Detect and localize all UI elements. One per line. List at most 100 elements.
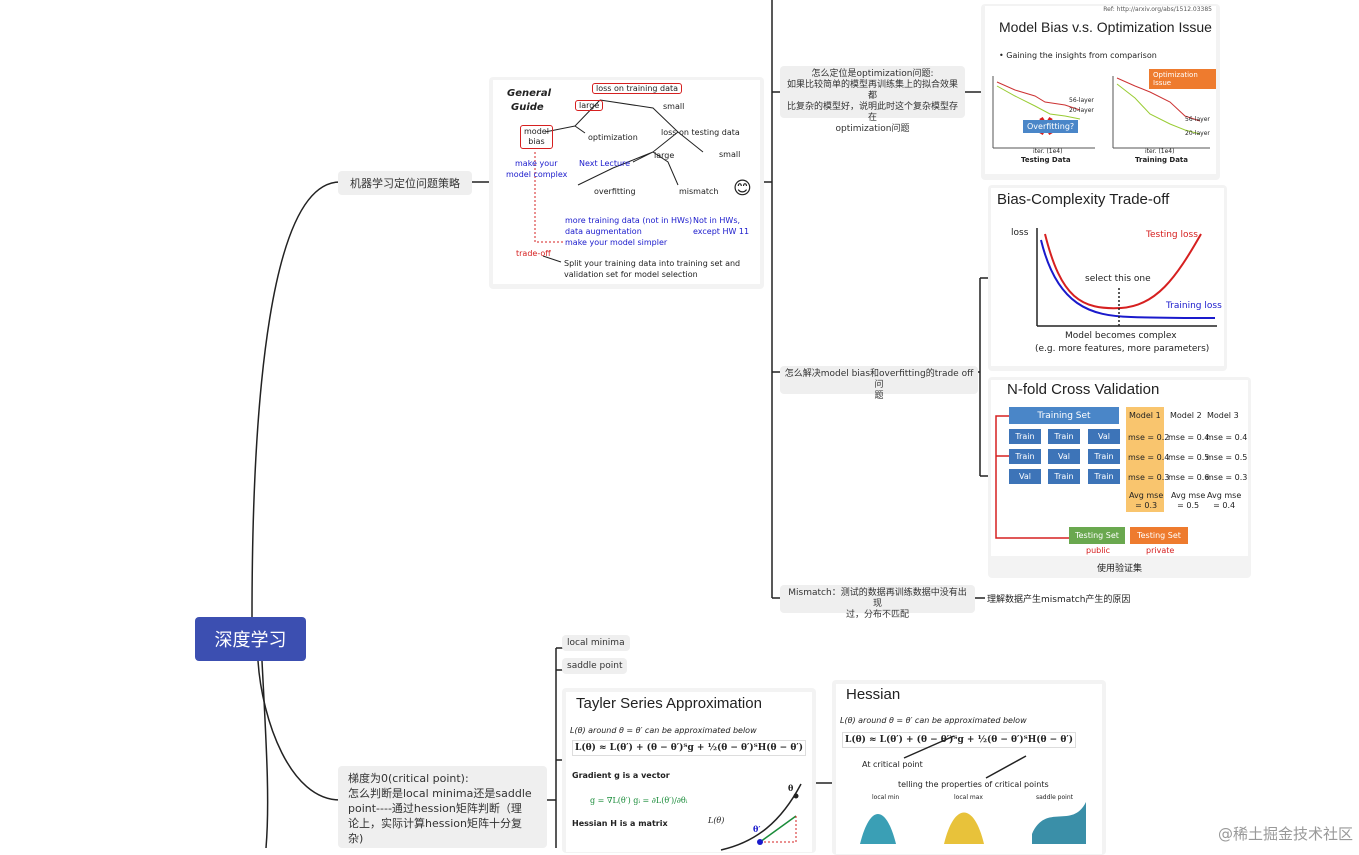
sub2-line-1: 怎么解决model bias和overfitting的trade off问	[784, 369, 974, 390]
model-bias-image: Ref: http://arxiv.org/abs/1512.03385 Mod…	[985, 6, 1216, 174]
nfold-caption: 使用验证集	[1096, 564, 1142, 574]
bias-complexity-title: Bias-Complexity Trade-off	[997, 191, 1170, 208]
taylor-line1: L(θ) around θ = θ′ can be approximated b…	[570, 726, 757, 735]
model3-header: Model 3	[1207, 411, 1239, 420]
training-data-label: Training Data	[1135, 156, 1188, 164]
test-56-layer: 56-layer	[1069, 97, 1094, 104]
mse-cell: mse = 0.3	[1128, 473, 1170, 482]
mismatch-reason-node[interactable]: 理解数据产生mismatch产生的原因	[987, 595, 1131, 605]
small2-label: small	[719, 150, 741, 159]
train-56-layer: 56-layer	[1185, 116, 1210, 123]
hessian-card[interactable]: Hessian L(θ) around θ = θ′ can be approx…	[832, 680, 1106, 855]
bias-complexity-card[interactable]: Bias-Complexity Trade-off loss Testing l…	[988, 185, 1227, 371]
testing-loss-label: Testing loss	[1146, 230, 1198, 240]
smile-icon: 😊	[733, 178, 752, 199]
taylor-formula: L(θ) ≈ L(θ′) + (θ − θ′)ᵀg + ½(θ − θ′)ᵀH(…	[572, 740, 806, 756]
tradeoff-node[interactable]: 怎么解决model bias和overfitting的trade off问 题	[780, 366, 978, 401]
theta-prime-label: θ′	[753, 824, 761, 834]
make-complex-1: make your	[515, 159, 558, 168]
xlabel-2: (e.g. more features, more parameters)	[1035, 344, 1210, 354]
loss-testing-label: loss on testing data	[661, 128, 740, 137]
mse-cell: mse = 0.4	[1206, 433, 1248, 442]
testing-data-label: Testing Data	[1021, 156, 1071, 164]
local-max-label: local max	[954, 794, 983, 801]
fold-cell: Val	[1048, 449, 1080, 464]
test-20-layer: 20-layer	[1069, 107, 1094, 114]
fold-cell: Train	[1088, 449, 1120, 464]
gradient-eq: g = ∇L(θ′) gᵢ = ∂L(θ′)/∂θᵢ	[590, 796, 688, 805]
taylor-card[interactable]: Tayler Series Approximation L(θ) around …	[562, 688, 816, 853]
fold-cell: Train	[1048, 469, 1080, 484]
saddle-point-node[interactable]: saddle point	[562, 658, 628, 674]
sub2-line-2: 题	[874, 391, 884, 401]
branch2-line-5: 杂)	[348, 832, 364, 845]
sub3-line-2: 过，分布不匹配	[845, 610, 909, 620]
local-minima-node[interactable]: local minima	[562, 635, 630, 651]
nfold-card[interactable]: N-fold Cross Validation Training Set Mod…	[988, 377, 1251, 578]
critical-point-label: At critical point	[862, 760, 923, 769]
branch2-line-2: 怎么判断是local minima还是saddle	[348, 787, 532, 800]
optimization-issue-node[interactable]: 怎么定位是optimization问题: 如果比较简单的模型再训练集上的拟合效果…	[780, 66, 965, 134]
L-theta-label: L(θ)	[708, 816, 725, 825]
not-hw-1: Not in HWs,	[693, 216, 741, 225]
not-hw-2: except HW 11	[693, 227, 750, 236]
sub1-line-3: 比复杂的模型好，说明此时这个复杂模型存在	[786, 102, 958, 123]
loss-axis-label: loss	[1011, 228, 1029, 238]
select-label: select this one	[1085, 274, 1151, 284]
root-node[interactable]: 深度学习	[195, 617, 306, 661]
large2-label: large	[654, 151, 675, 160]
iter-train: iter. (1e4)	[1145, 148, 1175, 155]
public-label: public	[1086, 546, 1111, 555]
gradient-label: Gradient g is a vector	[572, 771, 670, 780]
avg-mse-3: Avg mse= 0.4	[1207, 491, 1242, 510]
mse-cell: mse = 0.6	[1168, 473, 1210, 482]
branch2-line-4: 论上，实际计算hession矩阵十分复	[348, 817, 522, 830]
hessian-label-taylor: Hessian H is a matrix	[572, 819, 668, 828]
fold-cell: Val	[1009, 469, 1041, 484]
mse-cell: mse = 0.4	[1168, 433, 1210, 442]
more-data-2: data augmentation	[565, 227, 642, 236]
hessian-formula: L(θ) ≈ L(θ′) + (θ − θ′)ᵀg + ½(θ − θ′)ᵀH(…	[842, 732, 1076, 748]
tradeoff-label: trade-off	[516, 249, 551, 258]
xlabel-1: Model becomes complex	[1065, 331, 1177, 341]
overfitting-badge: Overfitting?	[1023, 120, 1079, 133]
model-bias-card[interactable]: Ref: http://arxiv.org/abs/1512.03385 Mod…	[981, 4, 1220, 180]
optimization-label: optimization	[588, 133, 638, 142]
root-branch2-line	[257, 660, 341, 801]
avg-mse-2: Avg mse= 0.5	[1171, 491, 1206, 510]
guide-title-2: Guide	[511, 102, 544, 113]
make-complex-2: model complex	[506, 170, 568, 179]
model1-header: Model 1	[1129, 411, 1161, 420]
watermark: @稀土掘金技术社区	[1217, 825, 1353, 843]
model-bias-title: Model Bias v.s. Optimization Issue	[999, 19, 1212, 35]
split-1: Split your training data into training s…	[564, 259, 741, 268]
sub1-line-2: 如果比较简单的模型再训练集上的拟合效果都	[786, 80, 958, 101]
hessian-image: Hessian L(θ) around θ = θ′ can be approx…	[836, 684, 1102, 854]
critical-point-node[interactable]: 梯度为0(critical point): 怎么判断是local minima还…	[338, 766, 547, 848]
branch2-line-3: point----通过hession矩阵判断（理	[348, 802, 522, 815]
root-branch1-line	[251, 181, 341, 618]
training-set-bar: Training Set	[1009, 407, 1119, 424]
mismatch-label: mismatch	[679, 187, 719, 196]
more-data-1: more training data (not in HWs)	[565, 216, 693, 225]
mse-cell: mse = 0.5	[1206, 453, 1248, 462]
next-lecture-label: Next Lecture	[579, 159, 631, 168]
telling-label: telling the properties of critical point…	[898, 780, 1049, 789]
loss-training-label: loss on training data	[592, 83, 683, 94]
branch-problem-strategy[interactable]: 机器学习定位问题策略	[338, 171, 472, 195]
testing-set-private: Testing Set	[1130, 527, 1188, 544]
taylor-title: Tayler Series Approximation	[576, 695, 762, 712]
model2-header: Model 2	[1170, 411, 1202, 420]
bullet-text: • Gaining the insights from comparison	[999, 51, 1157, 60]
mismatch-node[interactable]: Mismatch：测试的数据再训练数据中没有出现 过，分布不匹配	[780, 585, 975, 620]
private-label: private	[1146, 546, 1175, 555]
iter-test: iter. (1e4)	[1033, 148, 1063, 155]
optimization-badge: Optimization Issue	[1149, 69, 1216, 89]
general-guide-card[interactable]: General Guide loss on training data larg…	[489, 77, 764, 289]
mse-cell: mse = 0.5	[1168, 453, 1210, 462]
branch2-line-1: 梯度为0(critical point):	[348, 772, 469, 785]
hessian-title: Hessian	[846, 686, 901, 703]
nfold-title: N-fold Cross Validation	[1007, 381, 1160, 398]
sub3-line-1: Mismatch：测试的数据再训练数据中没有出现	[788, 588, 967, 609]
